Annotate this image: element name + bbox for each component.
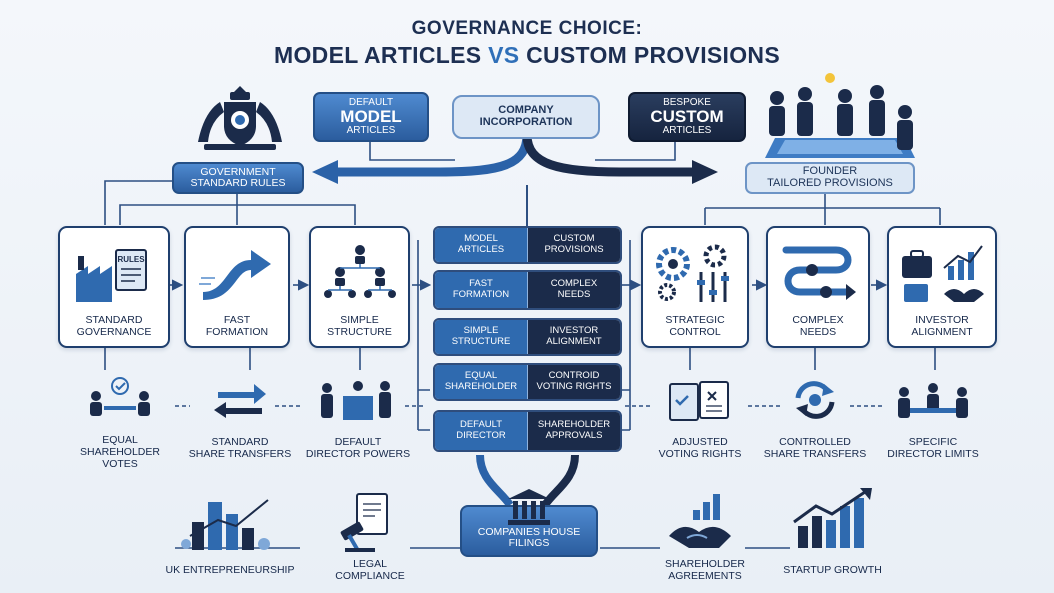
company-incorporation-box: COMPANY INCORPORATION xyxy=(452,95,600,139)
title-custom: CUSTOM PROVISIONS xyxy=(519,42,780,68)
gov-line-2: STANDARD RULES xyxy=(190,177,286,189)
title-vs: VS xyxy=(488,42,520,68)
founder-line-2: TAILORED PROVISIONS xyxy=(767,177,893,189)
documents-check-icon xyxy=(669,381,729,421)
model-label: MODEL xyxy=(340,107,402,127)
startup-growth: STARTUP GROWTH xyxy=(770,486,895,581)
team-planning-icon xyxy=(765,73,915,158)
building-icon xyxy=(508,489,550,525)
founder-tailored-provisions-box: FOUNDER TAILORED PROVISIONS xyxy=(745,162,915,194)
handshake-chart-icon xyxy=(669,494,731,548)
rules-text: RULES xyxy=(117,255,145,264)
bespoke-label: BESPOKE xyxy=(663,96,711,108)
founder-line-1: FOUNDER xyxy=(802,165,858,178)
default-model-articles-box: DEFAULT MODEL ARTICLES xyxy=(313,92,429,142)
articles-label: ARTICLES xyxy=(346,124,396,136)
custom-label: CUSTOM xyxy=(650,107,724,127)
companies-house-filings-box: COMPANIES HOUSE FILINGS xyxy=(460,489,598,557)
gov-line-1: GOVERNMENT xyxy=(200,165,276,178)
city-growth-icon xyxy=(181,499,270,550)
fast-arrow-icon xyxy=(199,250,271,300)
gears-sliders-icon xyxy=(656,244,729,302)
custom-articles-label: ARTICLES xyxy=(662,124,712,136)
briefcase-handshake-icon xyxy=(902,245,984,302)
bespoke-custom-articles-box: BESPOKE CUSTOM ARTICLES xyxy=(628,92,746,142)
title-line-1: GOVERNANCE CHOICE: xyxy=(411,18,643,39)
winding-path-icon xyxy=(782,246,856,300)
title-model: MODEL ARTICLES xyxy=(274,42,489,68)
meeting-check-icon xyxy=(90,377,150,416)
cycle-coin-icon xyxy=(795,381,835,419)
podium-people-icon xyxy=(321,381,391,420)
uk-entrepreneurship: UK ENTREPRENEURSHIP xyxy=(150,488,310,583)
uk-entrepreneurship-label: UK ENTREPRENEURSHIP xyxy=(165,564,295,576)
royal-crest-icon xyxy=(198,86,282,150)
default-label: DEFAULT xyxy=(348,96,394,108)
title-line-2: MODEL ARTICLES VS CUSTOM PROVISIONS xyxy=(0,42,1054,69)
ch-line-2: FILINGS xyxy=(508,536,550,549)
startup-growth-label: STARTUP GROWTH xyxy=(783,564,882,576)
meeting-people-icon xyxy=(898,383,968,418)
ch-line-1: COMPANIES HOUSE xyxy=(477,525,581,538)
incorporation-line-2: INCORPORATION xyxy=(479,116,573,128)
legal-gavel-icon xyxy=(340,493,388,552)
incorporation-line-1: COMPANY xyxy=(498,104,554,117)
factory-rules-icon: RULES xyxy=(76,249,147,302)
swap-arrows-icon xyxy=(214,384,266,418)
government-standard-rules-box: GOVERNMENT STANDARD RULES xyxy=(172,162,304,194)
growth-chart-icon xyxy=(792,488,872,548)
org-chart-icon xyxy=(323,245,396,298)
